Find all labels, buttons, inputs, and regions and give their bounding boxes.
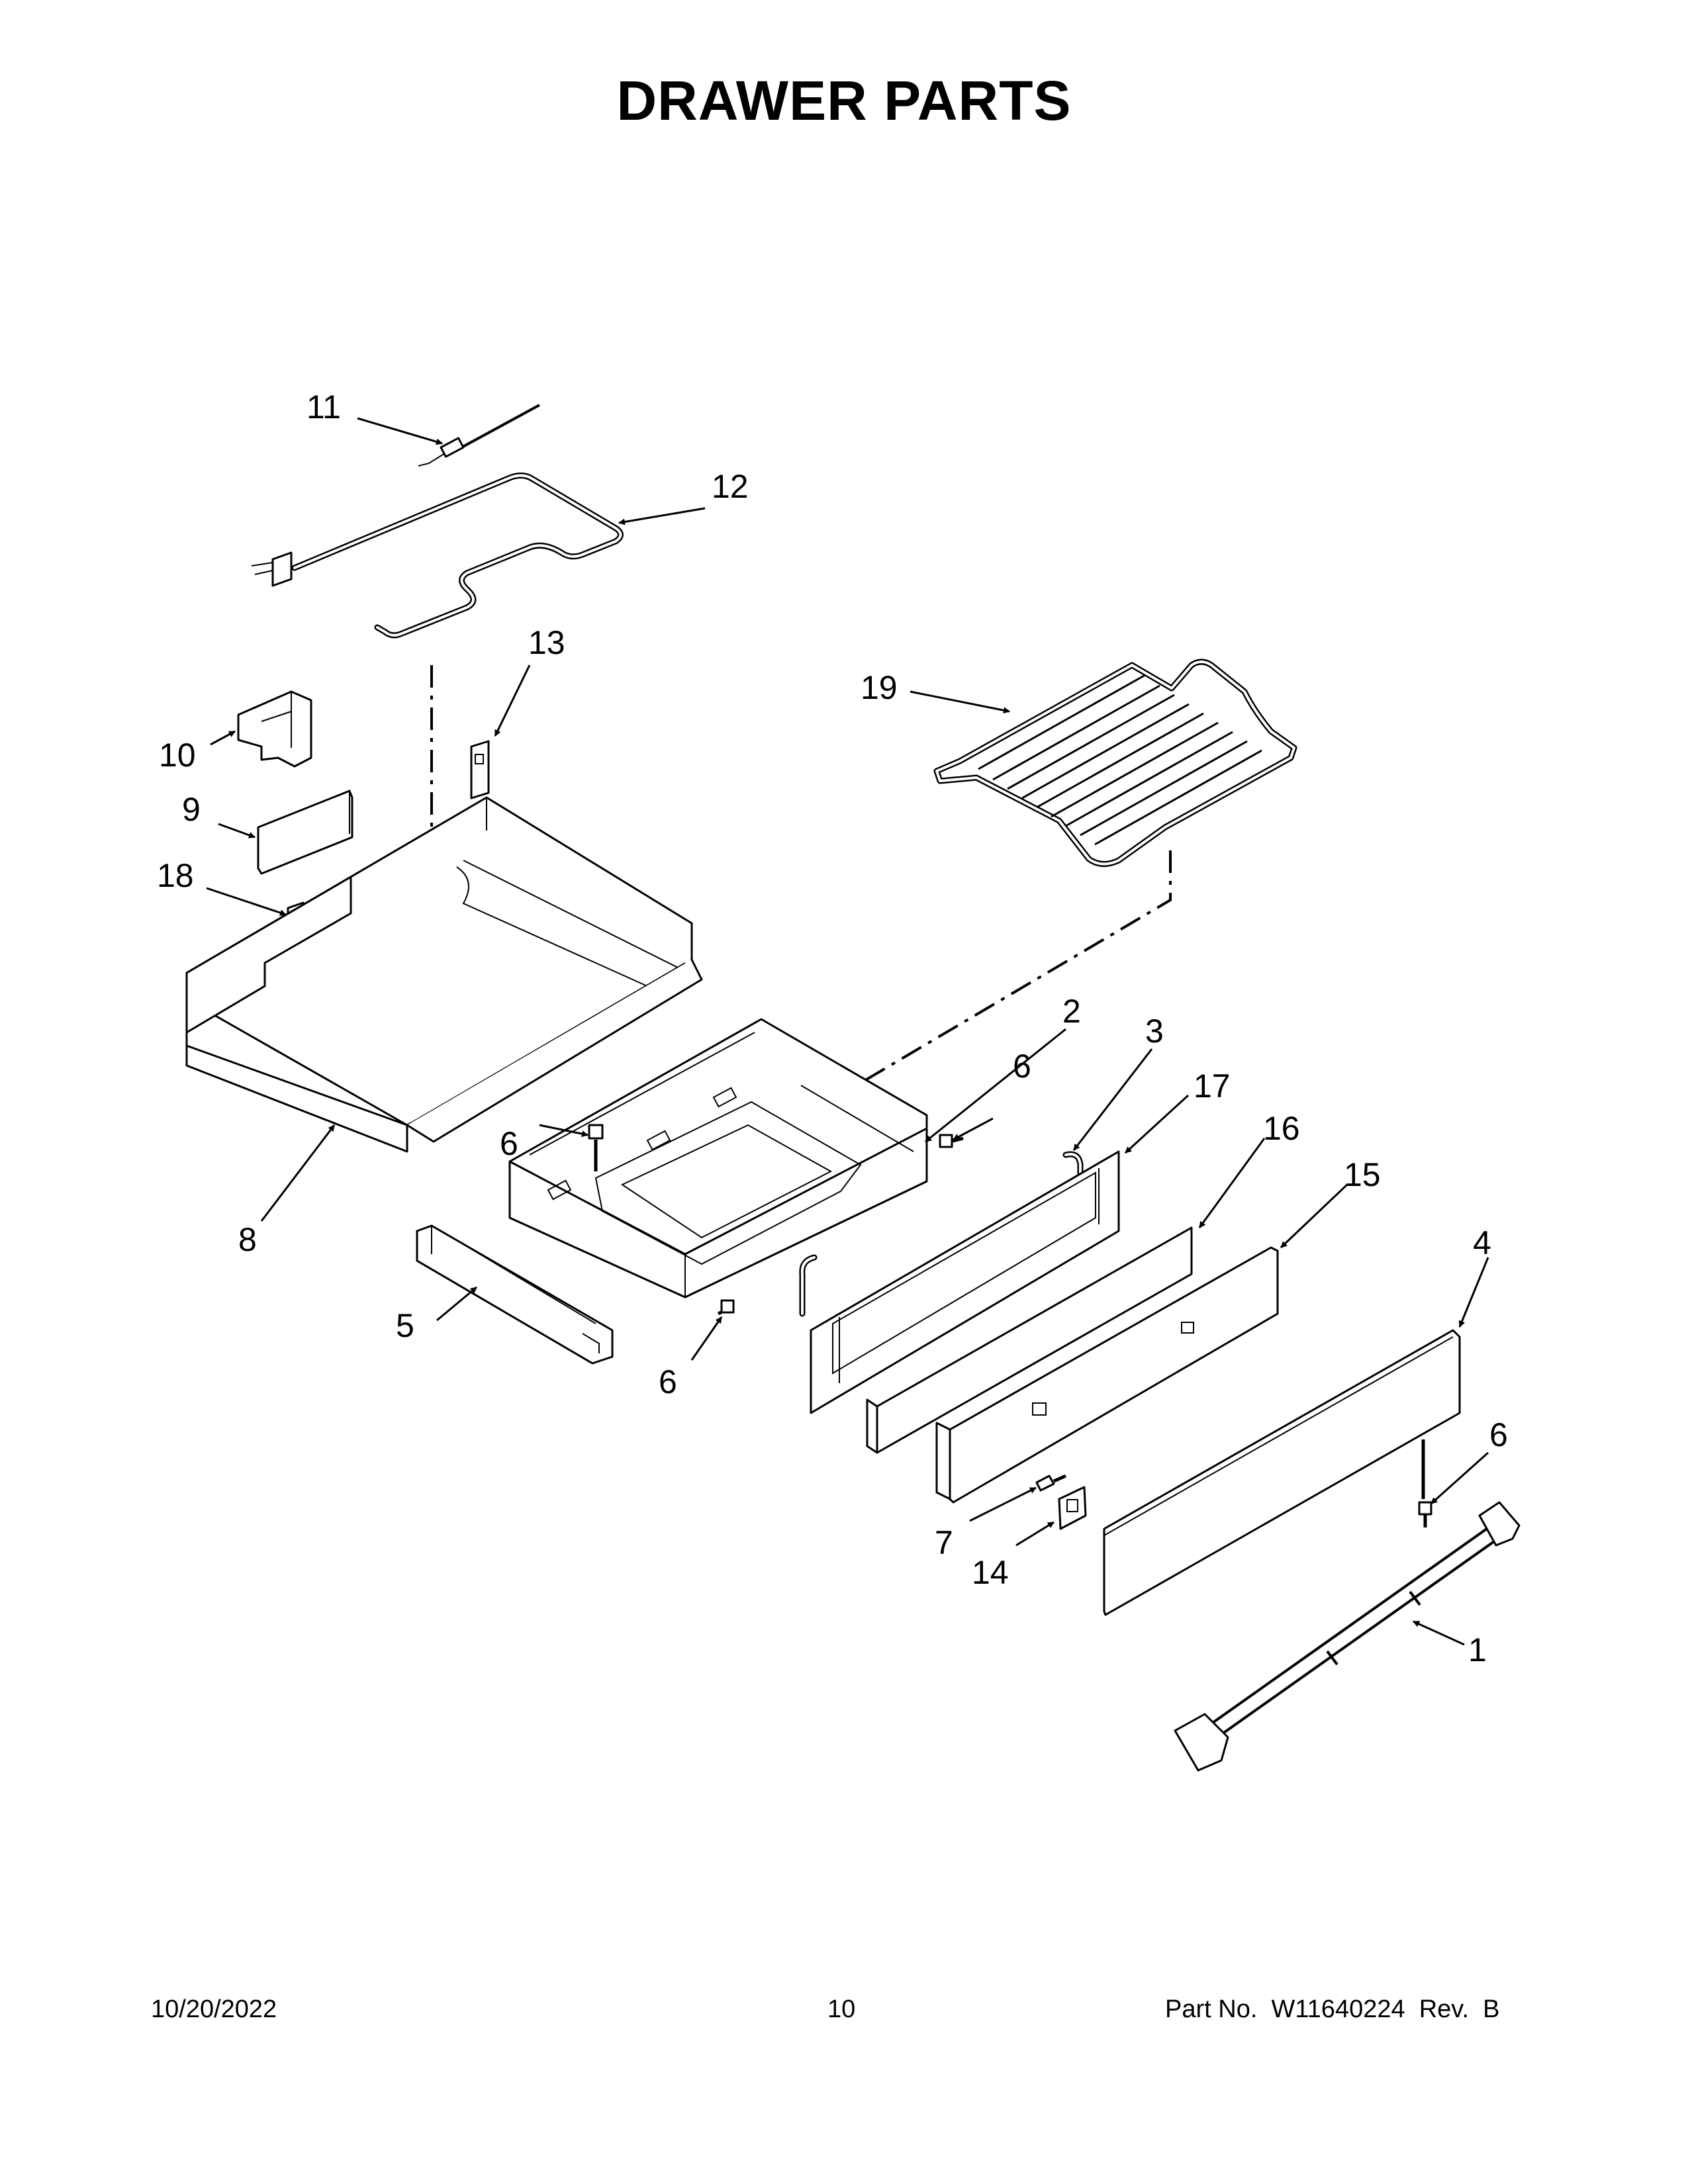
callout-numbers: 11 12 13 19 10 9 18 2 6 3 17 16 15 6 8 4… — [157, 388, 1508, 1668]
footer-page-number: 10 — [827, 1995, 856, 2023]
part-12-bake-element — [251, 473, 624, 639]
callout-6: 6 — [1489, 1416, 1508, 1453]
part-6-screw-b — [939, 1134, 964, 1148]
part-4-outer-door — [1103, 1329, 1461, 1616]
part-10-bracket — [237, 690, 312, 768]
part-9-plate — [257, 790, 353, 875]
callout-14: 14 — [972, 1554, 1009, 1591]
page-title: DRAWER PARTS — [616, 69, 1072, 132]
footer-date: 10/20/2022 — [151, 1995, 277, 2023]
callout-13: 13 — [528, 624, 565, 661]
part-16-panel — [866, 1226, 1193, 1454]
callout-6: 6 — [1013, 1048, 1031, 1085]
part-1-handle — [1174, 1501, 1521, 1772]
callout-leaders — [206, 417, 1489, 1646]
callout-9: 9 — [182, 791, 201, 828]
part-5-slide-rail — [416, 1224, 614, 1365]
callout-16: 16 — [1263, 1110, 1300, 1147]
footer-part-number: Part No. W11640224 Rev. B — [1165, 1995, 1500, 2023]
callout-10: 10 — [159, 737, 196, 774]
part-17-inner-panel — [810, 1150, 1120, 1414]
callout-15: 15 — [1344, 1156, 1381, 1193]
part-11-sensor — [418, 404, 540, 467]
part-6-screw-a — [588, 1124, 604, 1171]
part-15-door-frame — [935, 1246, 1279, 1504]
callout-6: 6 — [500, 1125, 518, 1162]
part-8-housing — [185, 796, 703, 1153]
part-13-clip — [470, 740, 490, 799]
callout-2: 2 — [1062, 993, 1081, 1030]
callout-1: 1 — [1468, 1631, 1487, 1668]
part-19-rack — [933, 659, 1297, 867]
part-6-screw-d — [1418, 1501, 1432, 1527]
callout-8: 8 — [238, 1221, 257, 1258]
callout-17: 17 — [1194, 1068, 1231, 1105]
callout-7: 7 — [935, 1524, 953, 1561]
callout-3: 3 — [1145, 1013, 1164, 1050]
callout-6: 6 — [659, 1363, 677, 1400]
callout-19: 19 — [861, 669, 898, 706]
callout-11: 11 — [306, 388, 341, 426]
callout-12: 12 — [712, 468, 749, 505]
part-6-screw-c — [717, 1299, 735, 1316]
part-7-screw — [1035, 1474, 1067, 1492]
part-3-support-bracket — [799, 1151, 1084, 1317]
callout-4: 4 — [1473, 1224, 1491, 1261]
callout-18: 18 — [157, 857, 194, 894]
callout-5: 5 — [396, 1307, 414, 1344]
part-2-drawer-tray — [508, 1018, 928, 1298]
part-14-bumper — [1058, 1486, 1087, 1530]
